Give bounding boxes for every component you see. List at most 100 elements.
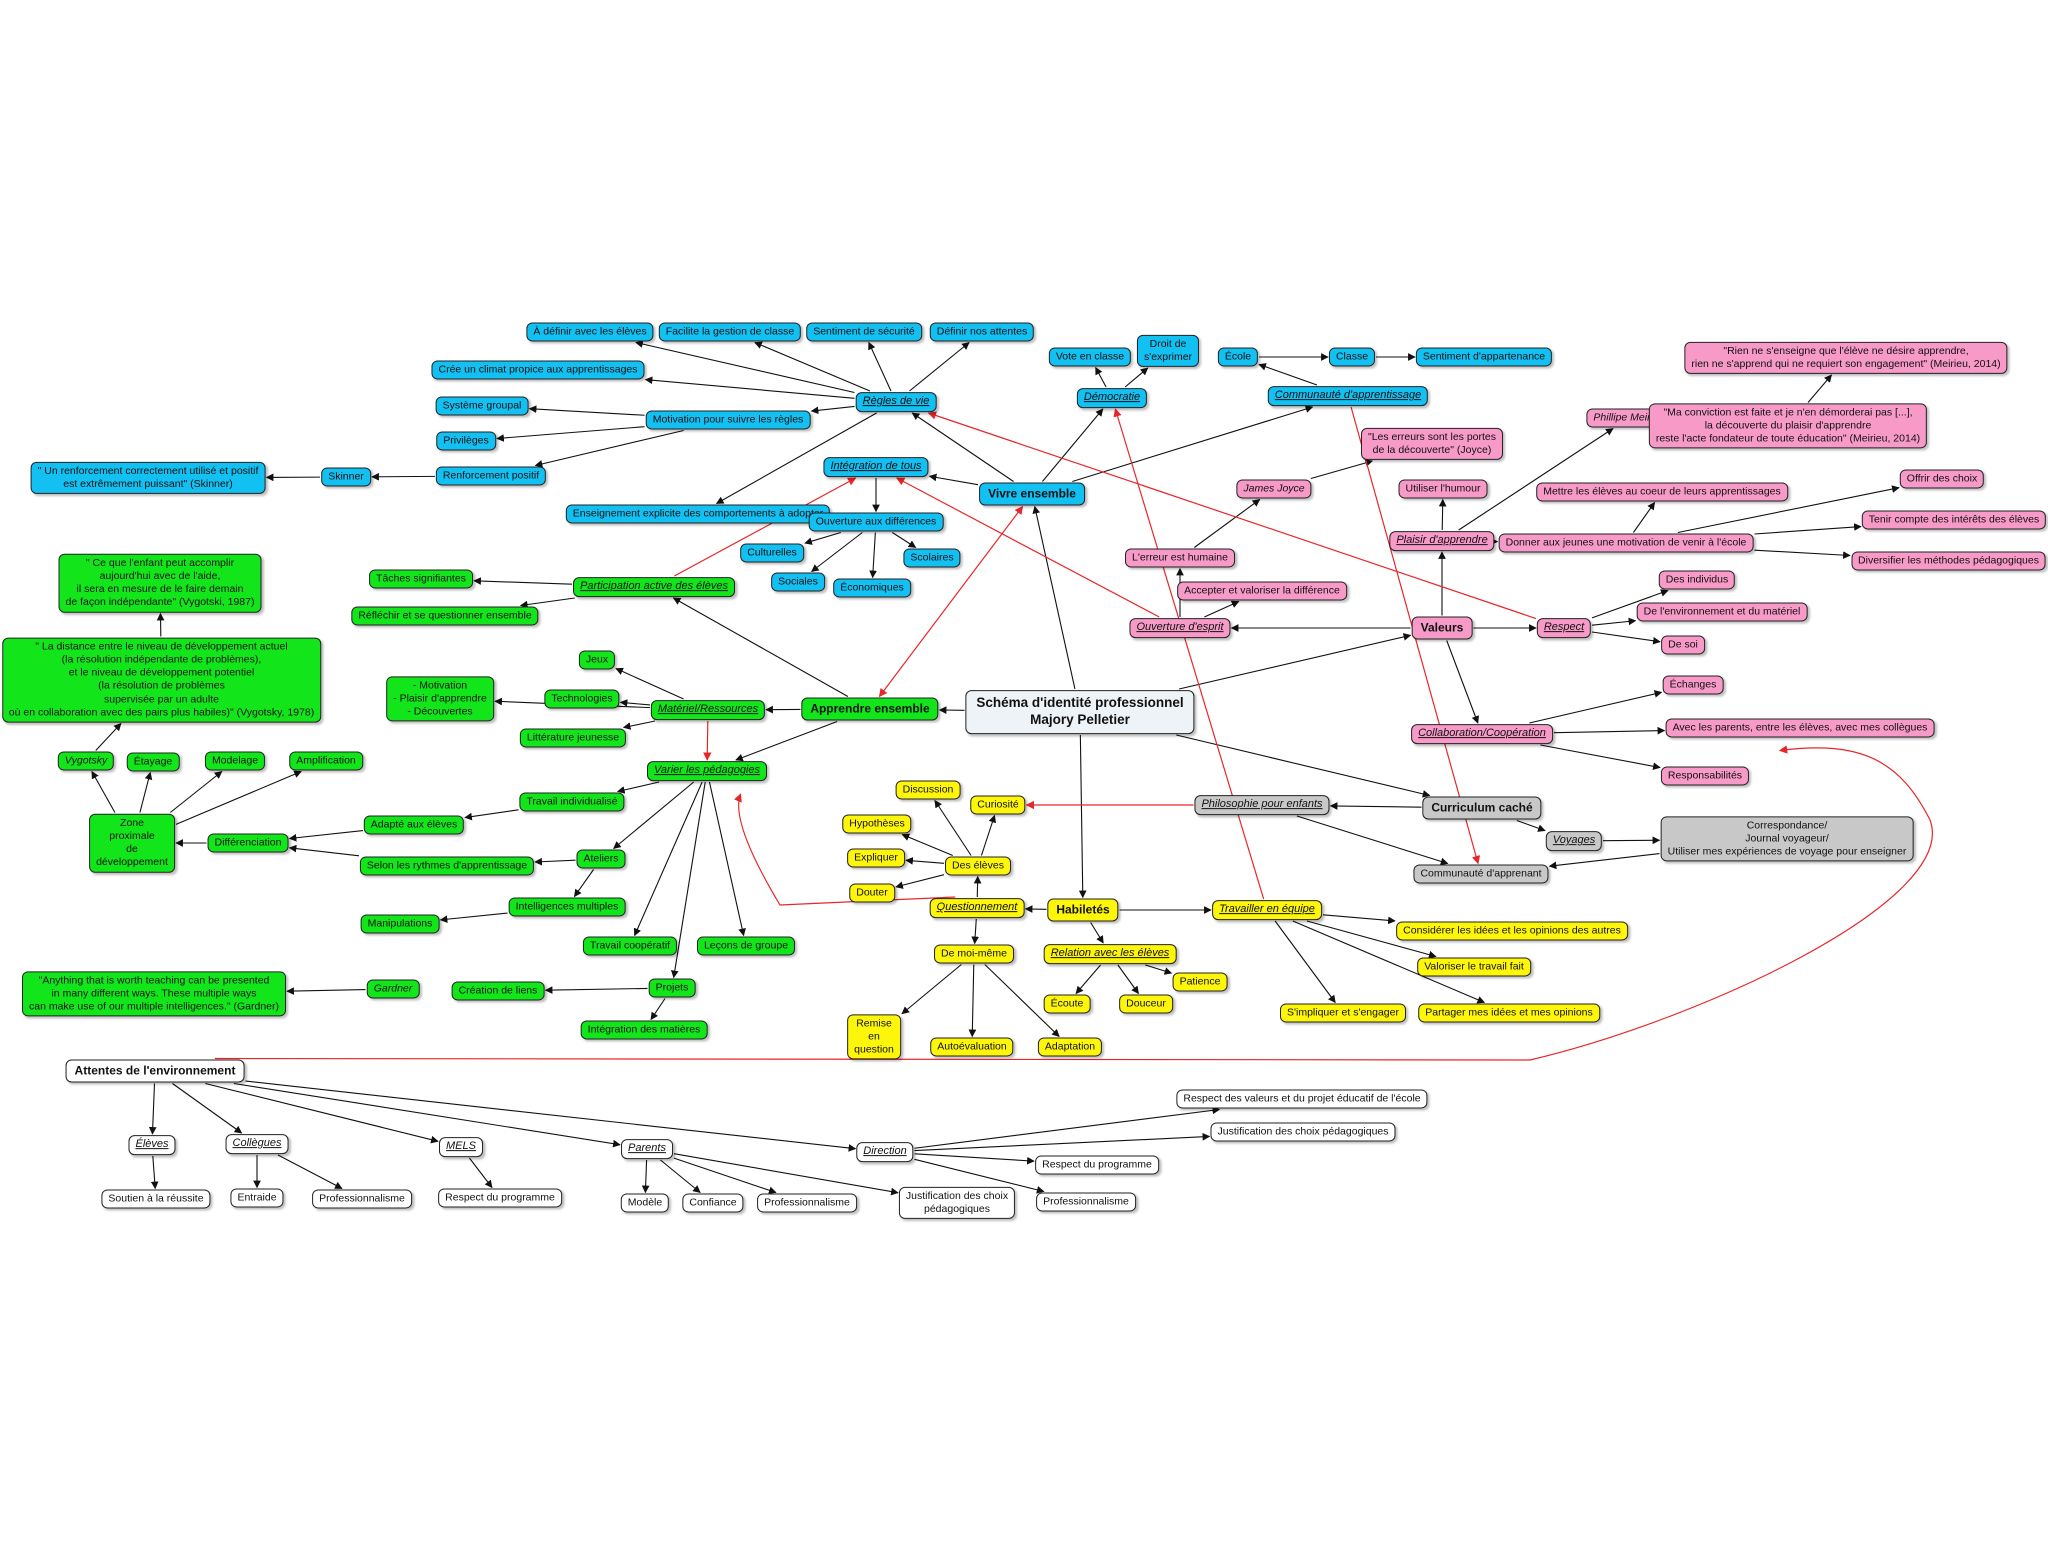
node-attentes[interactable]: Attentes de l'environnement (65, 1059, 245, 1083)
node-culturelles[interactable]: Culturelles (740, 543, 804, 563)
node-facilite[interactable]: Facilite la gestion de classe (658, 322, 802, 342)
node-plaisir[interactable]: Plaisir d'apprendre (1389, 531, 1495, 551)
node-motivation[interactable]: Motivation pour suivre les règles (645, 410, 811, 430)
node-travail-coop[interactable]: Travail coopératif (582, 936, 678, 956)
node-rythmes[interactable]: Selon les rythmes d'apprentissage (359, 856, 535, 876)
node-economiques[interactable]: Économiques (833, 578, 911, 598)
node-des-eleves[interactable]: Des élèves (945, 856, 1011, 876)
node-equipe[interactable]: Travailler en équipe (1212, 900, 1322, 920)
node-jeux[interactable]: Jeux (578, 650, 616, 670)
node-discussion[interactable]: Discussion (895, 780, 961, 800)
node-skinner[interactable]: Skinner (321, 467, 371, 487)
node-meirieu-q2[interactable]: "Rien ne s'enseigne que l'élève ne désir… (1684, 341, 2008, 375)
node-vote[interactable]: Vote en classe (1048, 347, 1132, 367)
node-habiletes[interactable]: Habiletés (1047, 898, 1119, 922)
node-curriculum[interactable]: Curriculum caché (1422, 796, 1542, 820)
node-manipulations[interactable]: Manipulations (360, 914, 440, 934)
node-litterature[interactable]: Littérature jeunesse (519, 728, 627, 748)
node-erreur[interactable]: L'erreur est humaine (1125, 548, 1235, 568)
node-relation[interactable]: Relation avec les élèves (1043, 944, 1177, 964)
node-etayage[interactable]: Étayage (126, 752, 180, 772)
node-renforcement[interactable]: Renforcement positif (435, 466, 547, 486)
node-w-collegues[interactable]: Collègues (225, 1134, 289, 1154)
node-sentiment-sec[interactable]: Sentiment de sécurité (806, 322, 922, 342)
node-enseignement[interactable]: Enseignement explicite des comportements… (565, 504, 831, 524)
node-adaptation[interactable]: Adaptation (1037, 1037, 1103, 1057)
node-w-respect-prog1[interactable]: Respect du programme (438, 1188, 562, 1208)
node-patience[interactable]: Patience (1172, 972, 1228, 992)
node-echanges[interactable]: Échanges (1662, 675, 1724, 695)
node-gardner[interactable]: Gardner (366, 979, 420, 999)
node-w-justif1[interactable]: Justification des choix pédagogiques (898, 1186, 1016, 1220)
node-ecoute[interactable]: Écoute (1043, 994, 1091, 1014)
node-communaute-app[interactable]: Communauté d'apprenant (1413, 864, 1549, 884)
node-technologies[interactable]: Technologies (544, 689, 620, 709)
node-hypotheses[interactable]: Hypothèses (842, 814, 912, 834)
node-james[interactable]: James Joyce (1236, 479, 1312, 499)
node-sociales[interactable]: Sociales (771, 572, 825, 592)
node-correspondance[interactable]: Correspondance/ Journal voyageur/ Utilis… (1660, 816, 1914, 862)
node-w-mels[interactable]: MELS (439, 1137, 483, 1157)
node-soi[interactable]: De soi (1661, 635, 1705, 655)
node-gardner-q[interactable]: "Anything that is worth teaching can be … (21, 971, 287, 1017)
node-partager[interactable]: Partager mes idées et mes opinions (1418, 1003, 1600, 1023)
node-vyg-q1[interactable]: " La distance entre le niveau de dévelop… (1, 637, 322, 723)
node-classe[interactable]: Classe (1328, 347, 1376, 367)
node-w-entraide[interactable]: Entraide (230, 1188, 284, 1208)
node-appartenance[interactable]: Sentiment d'appartenance (1415, 347, 1553, 367)
node-climat[interactable]: Crée un climat propice aux apprentissage… (431, 360, 645, 380)
node-reflechir[interactable]: Réfléchir et se questionner ensemble (351, 606, 539, 626)
node-interets[interactable]: Tenir compte des intérêts des élèves (1861, 510, 2047, 530)
node-w-soutien[interactable]: Soutien à la réussite (101, 1189, 211, 1209)
node-differenciation[interactable]: Différenciation (207, 833, 289, 853)
node-creation[interactable]: Création de liens (451, 981, 545, 1001)
node-ouverture-diff[interactable]: Ouverture aux différences (808, 512, 944, 532)
node-ecole[interactable]: École (1217, 347, 1259, 367)
node-scolaires[interactable]: Scolaires (903, 548, 961, 568)
node-w-prof2[interactable]: Professionnalisme (757, 1193, 857, 1213)
node-collaboration[interactable]: Collaboration/Coopération (1411, 724, 1553, 744)
node-autoeval[interactable]: Autoévaluation (930, 1037, 1014, 1057)
node-vygotsky[interactable]: Vygotsky (57, 751, 115, 771)
node-respect[interactable]: Respect (1536, 618, 1592, 638)
node-projets[interactable]: Projets (648, 978, 696, 998)
node-motiv-list[interactable]: - Motivation - Plaisir d'apprendre - Déc… (386, 676, 494, 722)
node-voyages[interactable]: Voyages (1545, 831, 1603, 851)
node-modelage[interactable]: Modelage (204, 751, 266, 771)
node-root[interactable]: Schéma d'identité professionnel Majory P… (965, 690, 1195, 734)
node-droit[interactable]: Droit de s'exprimer (1136, 334, 1200, 368)
node-donner[interactable]: Donner aux jeunes une motivation de veni… (1498, 533, 1754, 553)
node-douceur[interactable]: Douceur (1119, 994, 1173, 1014)
node-w-parents[interactable]: Parents (621, 1139, 673, 1159)
node-responsabilites[interactable]: Responsabilités (1660, 766, 1750, 786)
node-douter[interactable]: Douter (849, 883, 895, 903)
node-offrir[interactable]: Offrir des choix (1899, 469, 1985, 489)
node-travail-ind[interactable]: Travail individualisé (519, 792, 625, 812)
node-ateliers[interactable]: Ateliers (576, 849, 626, 869)
node-apprendre[interactable]: Apprendre ensemble (801, 697, 939, 721)
node-lecons[interactable]: Leçons de groupe (696, 936, 796, 956)
node-amplification[interactable]: Amplification (289, 751, 363, 771)
node-curiosite[interactable]: Curiosité (970, 795, 1026, 815)
node-adapte[interactable]: Adapté aux élèves (363, 815, 465, 835)
node-remise[interactable]: Remise en question (847, 1014, 901, 1060)
node-definir-att[interactable]: Définir nos attentes (929, 322, 1035, 342)
node-participation[interactable]: Participation active des élèves (573, 577, 735, 597)
node-communaute[interactable]: Communauté d'apprentissage (1267, 386, 1429, 406)
node-w-confiance[interactable]: Confiance (682, 1193, 744, 1213)
node-impliquer[interactable]: S'impliquer et s'engager (1280, 1003, 1406, 1023)
node-w-respect-prog2[interactable]: Respect du programme (1035, 1155, 1159, 1175)
node-w-prof1[interactable]: Professionnalisme (312, 1189, 412, 1209)
node-questionnement[interactable]: Questionnement (929, 898, 1025, 918)
node-groupal[interactable]: Système groupal (435, 396, 529, 416)
node-avec-parents[interactable]: Avec les parents, entre les élèves, avec… (1665, 718, 1935, 738)
node-considerer[interactable]: Considérer les idées et les opinions des… (1396, 921, 1628, 941)
node-zone[interactable]: Zone proximale de développement (89, 813, 175, 873)
node-w-respect-val[interactable]: Respect des valeurs et du projet éducati… (1176, 1089, 1428, 1109)
node-privileges[interactable]: Privilèges (436, 431, 496, 451)
node-w-modele[interactable]: Modèle (620, 1193, 670, 1213)
node-vivre[interactable]: Vivre ensemble (979, 482, 1085, 506)
node-materiel[interactable]: Matériel/Ressources (650, 700, 766, 720)
node-diversifier[interactable]: Diversifier les méthodes pédagogiques (1851, 551, 2046, 571)
node-valeurs[interactable]: Valeurs (1411, 616, 1473, 640)
